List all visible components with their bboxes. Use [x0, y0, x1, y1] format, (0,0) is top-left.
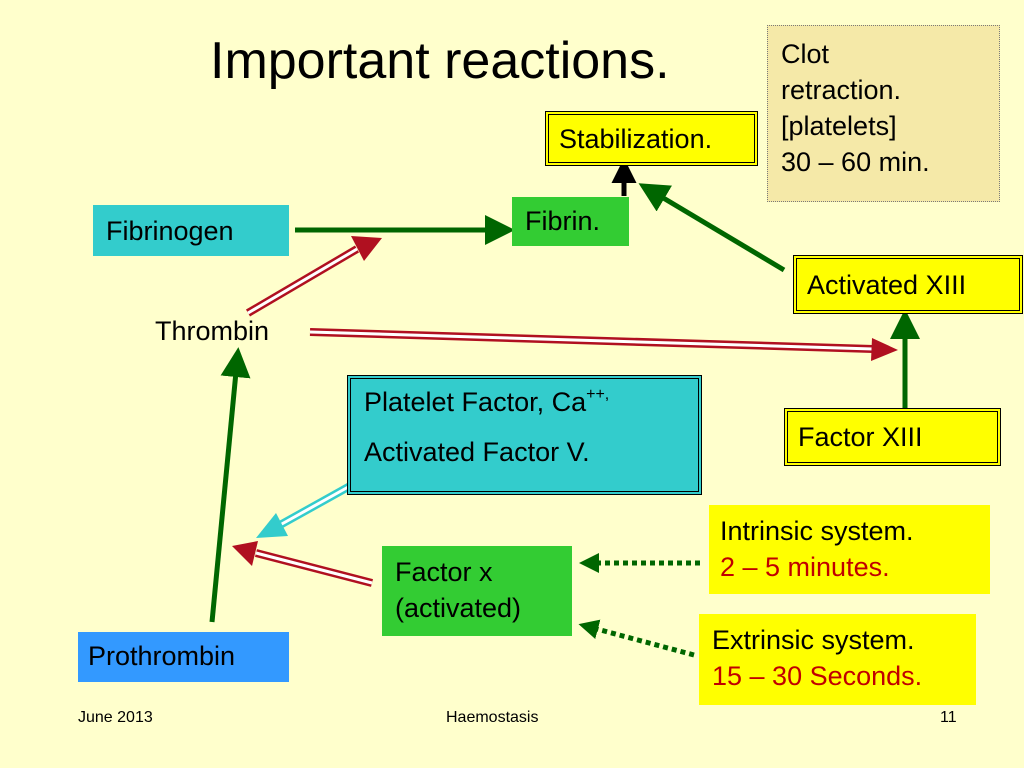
- arrow-platelet-factor-to-conversion: [256, 482, 352, 538]
- arrow-activated-xiii-to-stabilization: [638, 183, 786, 273]
- fibrin-label: Fibrin.: [525, 206, 601, 236]
- thrombin-label: Thrombin: [155, 316, 270, 346]
- fibrinogen-box: Fibrinogen: [93, 205, 289, 256]
- calcium-superscript: ++,: [586, 386, 610, 403]
- activated-xiii-label: Activated XIII: [807, 270, 967, 300]
- arrow-thrombin-to-factor-xiii: [309, 328, 898, 361]
- stabilization-box: Stabilization.: [545, 111, 758, 166]
- clot-note-line-1: Clot: [781, 39, 830, 69]
- fibrin-box: Fibrin.: [512, 197, 629, 246]
- clot-note-line-2: retraction.: [781, 75, 902, 105]
- extrinsic-time: 15 – 30 Seconds.: [712, 661, 923, 691]
- footer-date: June 2013: [78, 709, 153, 726]
- extrinsic-label: Extrinsic system.: [712, 625, 915, 655]
- prothrombin-box: Prothrombin: [78, 632, 289, 682]
- platelet-factor-box: Platelet Factor, Ca++, Activated Factor …: [347, 375, 702, 495]
- arrow-extrinsic-to-factor-x: [578, 619, 695, 658]
- intrinsic-system-box: Intrinsic system. 2 – 5 minutes.: [709, 505, 990, 594]
- stabilization-label: Stabilization.: [559, 124, 713, 154]
- platelet-factor-line-2: Activated Factor V.: [364, 437, 590, 467]
- fibrinogen-label: Fibrinogen: [106, 216, 234, 246]
- prothrombin-label: Prothrombin: [88, 641, 236, 671]
- activated-xiii-box: Activated XIII: [793, 255, 1023, 314]
- footer-page-number: 11: [940, 709, 957, 726]
- footer-topic: Haemostasis: [446, 709, 539, 726]
- factor-x-line-1: Factor x: [395, 557, 493, 587]
- clot-retraction-note: Clot retraction. [platelets] 30 – 60 min…: [767, 25, 1000, 202]
- intrinsic-label: Intrinsic system.: [720, 516, 914, 546]
- extrinsic-system-box: Extrinsic system. 15 – 30 Seconds.: [699, 614, 976, 705]
- factor-xiii-box: Factor XIII: [784, 408, 1001, 466]
- intrinsic-time: 2 – 5 minutes.: [720, 552, 890, 582]
- arrow-prothrombin-to-thrombin: [209, 347, 251, 623]
- clot-note-line-3: [platelets]: [781, 111, 897, 141]
- factor-x-line-2: (activated): [395, 593, 522, 623]
- clot-note-line-4: 30 – 60 min.: [781, 147, 930, 177]
- slide-title: Important reactions.: [210, 32, 670, 90]
- arrow-thrombin-to-fibrin-reaction: [245, 236, 382, 317]
- factor-xiii-label: Factor XIII: [798, 422, 923, 452]
- arrow-factor-x-to-conversion: [232, 541, 374, 587]
- factor-x-box: Factor x (activated): [382, 546, 572, 636]
- platelet-factor-text: Platelet Factor, Ca: [364, 387, 587, 417]
- platelet-factor-line-1: Platelet Factor, Ca++,: [364, 385, 698, 419]
